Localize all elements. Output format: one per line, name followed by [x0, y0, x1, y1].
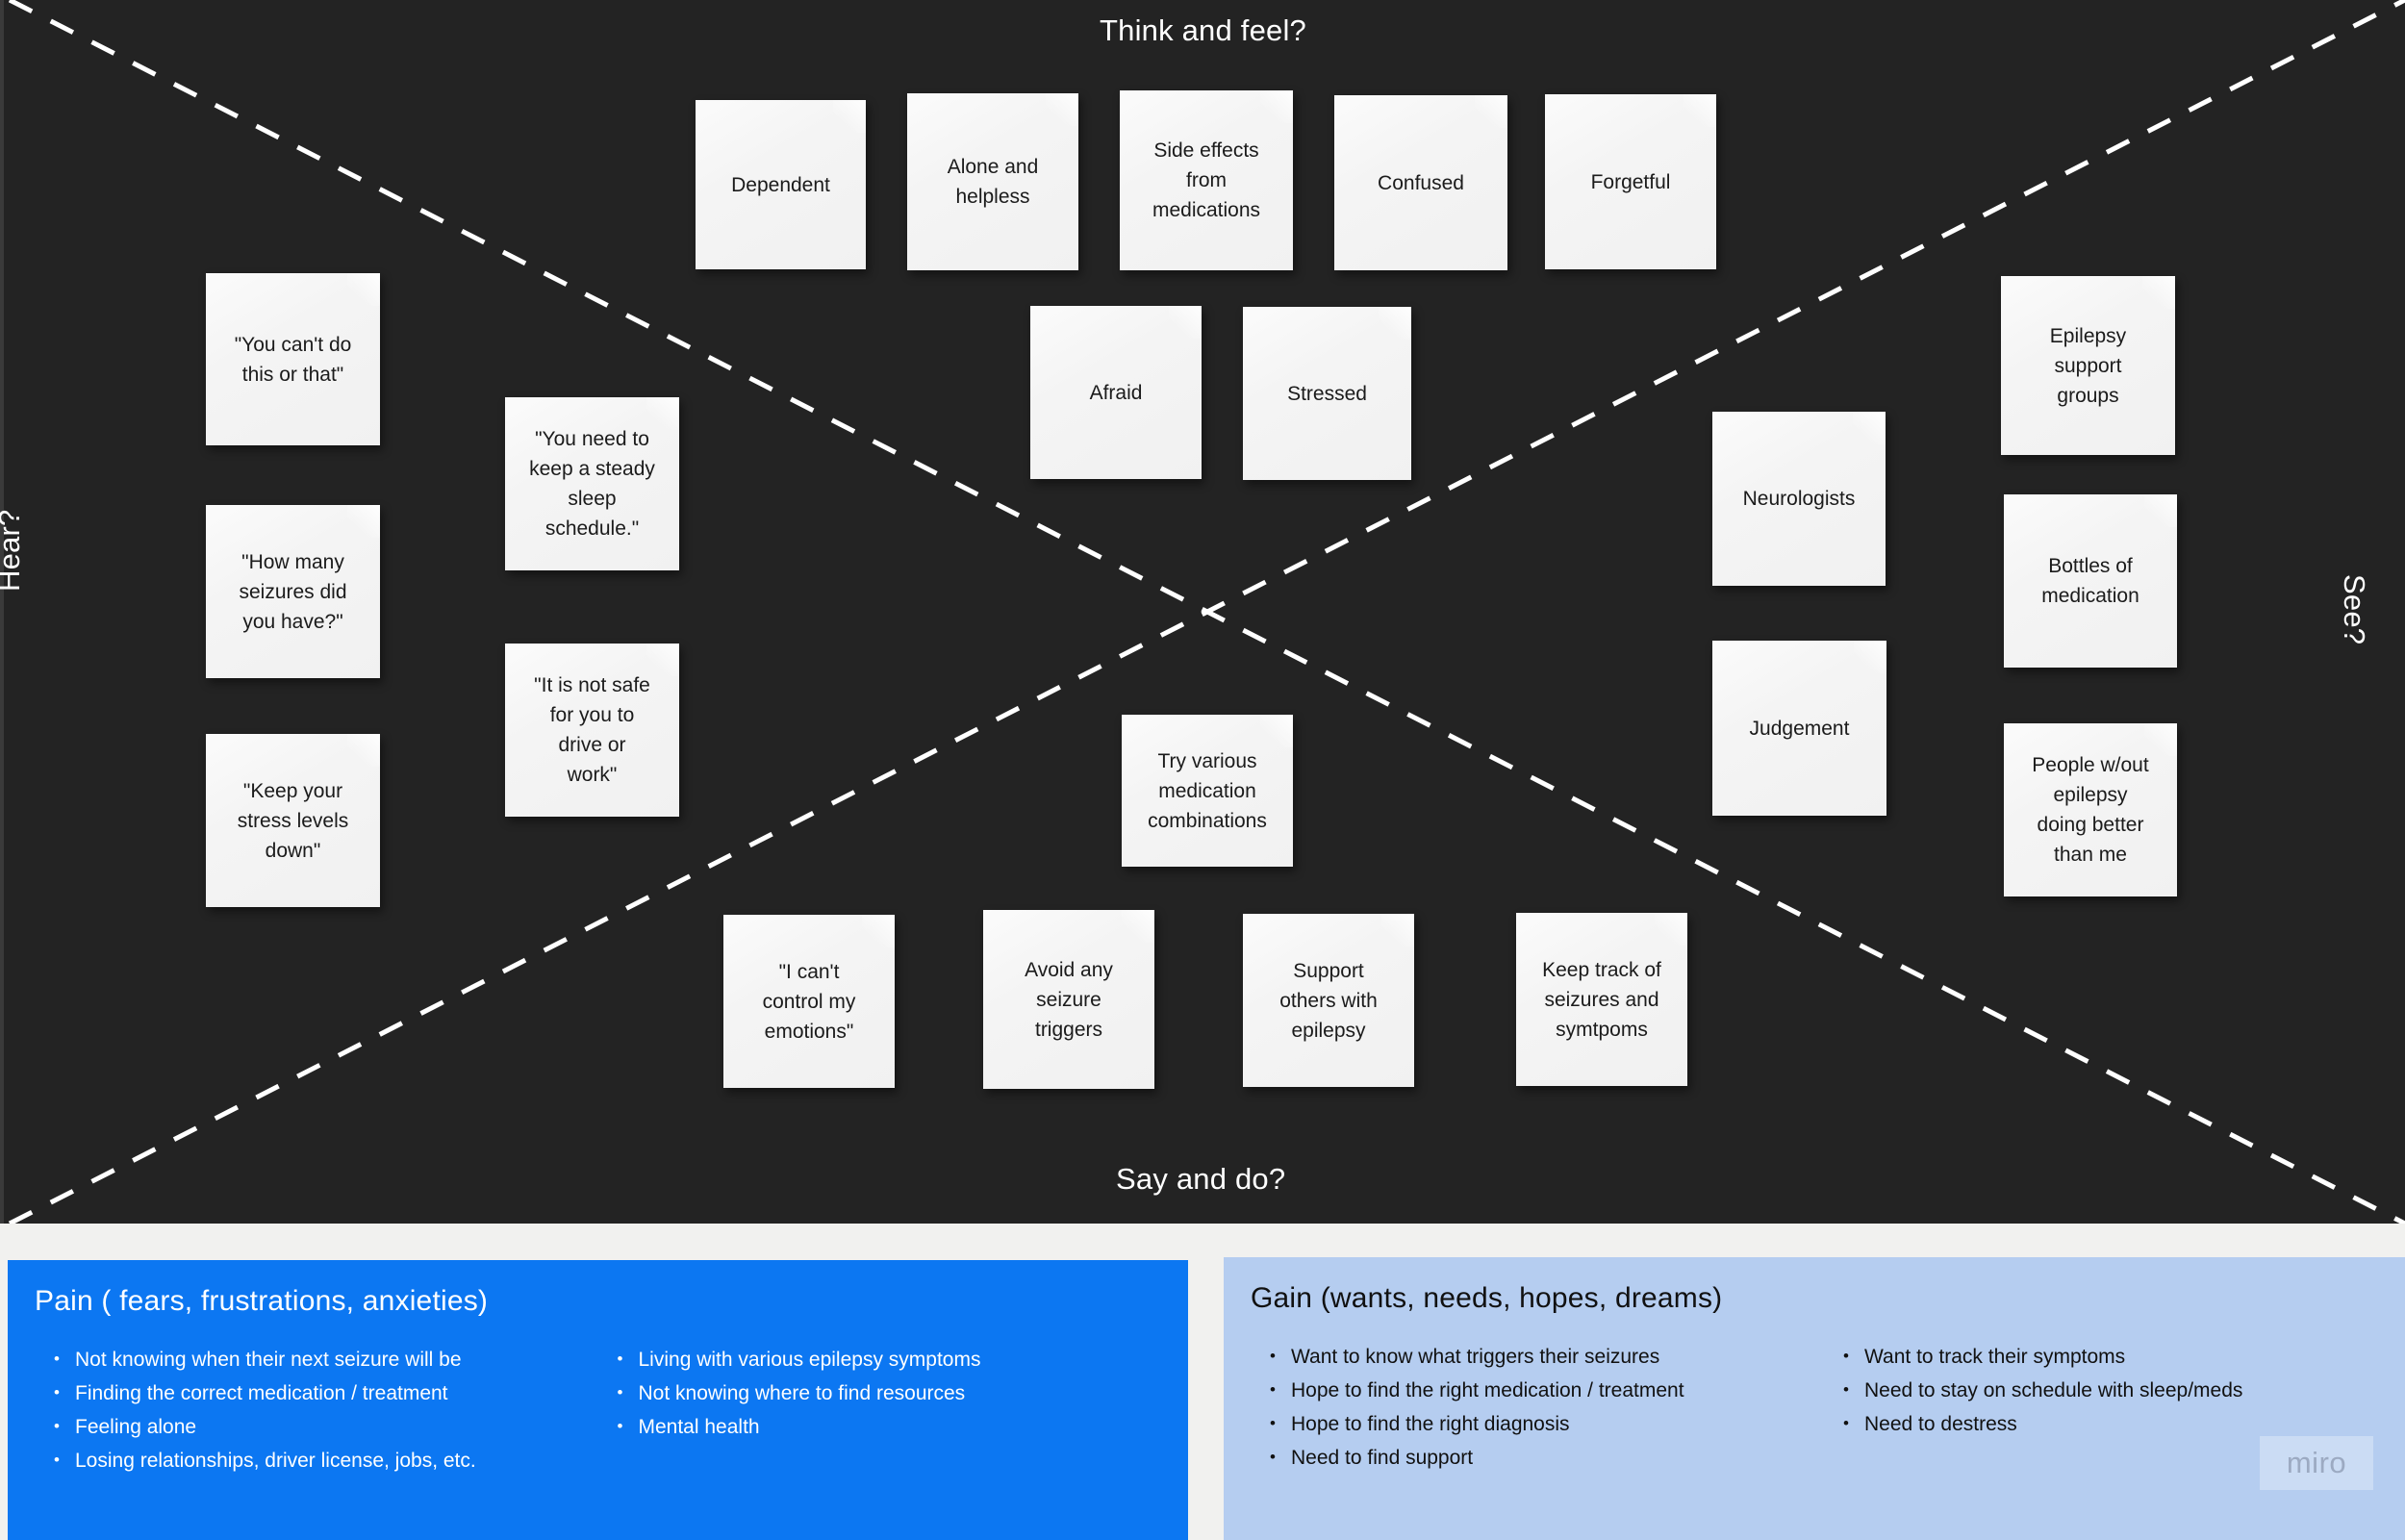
gain-bullet-item: Want to track their symptoms [1839, 1339, 2386, 1374]
empathy-map-canvas[interactable]: Think and feel? Say and do? Hear? See? D… [0, 0, 2405, 1224]
sticky-note[interactable]: Afraid [1030, 306, 1202, 479]
quadrant-label-see: See? [2338, 574, 2371, 645]
sticky-note[interactable]: "How many seizures did you have?" [206, 505, 380, 678]
sticky-note[interactable]: People w/out epilepsy doing better than … [2004, 723, 2177, 896]
sticky-note[interactable]: Keep track of seizures and symtpoms [1516, 913, 1687, 1086]
sticky-note[interactable]: Side effects from medications [1120, 90, 1293, 270]
gain-column-right: Want to track their symptomsNeed to stay… [1814, 1339, 2386, 1475]
sticky-note[interactable]: "You can't do this or that" [206, 273, 380, 445]
gain-bullet-list-left: Want to know what triggers their seizure… [1266, 1339, 1814, 1475]
sticky-note-text: Confused [1378, 171, 1464, 194]
sticky-note-text: "I can't control my emotions" [762, 960, 856, 1043]
sticky-note-text: "You need to keep a steady sleep schedul… [529, 428, 655, 540]
gain-bullet-item: Hope to find the right diagnosis [1266, 1406, 1814, 1441]
sticky-note-text: Stressed [1287, 382, 1367, 405]
sticky-note[interactable]: Support others with epilepsy [1243, 914, 1414, 1087]
sticky-note-text: Keep track of seizures and symtpoms [1542, 958, 1661, 1041]
gain-bullet-list-right: Want to track their symptomsNeed to stay… [1839, 1339, 2386, 1441]
sticky-note-text: People w/out epilepsy doing better than … [2032, 754, 2149, 866]
pain-panel[interactable]: Pain ( fears, frustrations, anxieties) N… [8, 1260, 1188, 1540]
sticky-note[interactable]: Dependent [696, 100, 866, 269]
sticky-note-text: Side effects from medications [1152, 139, 1261, 221]
sticky-note[interactable]: Alone and helpless [907, 93, 1078, 270]
sticky-note-text: Alone and helpless [947, 156, 1039, 208]
sticky-note-text: "You can't do this or that" [234, 333, 352, 386]
pain-column-right: Living with various epilepsy symptomsNot… [598, 1342, 1170, 1477]
pain-bullet-item: Losing relationships, driver license, jo… [50, 1443, 598, 1477]
sticky-note[interactable]: "I can't control my emotions" [723, 915, 895, 1088]
sticky-note[interactable]: Bottles of medication [2004, 494, 2177, 668]
canvas-left-edge [0, 0, 4, 1224]
gain-panel[interactable]: Gain (wants, needs, hopes, dreams) Want … [1224, 1257, 2405, 1540]
pain-column-left: Not knowing when their next seizure will… [27, 1342, 598, 1477]
sticky-note-text: Neurologists [1742, 488, 1856, 510]
sticky-note-text: "How many seizures did you have?" [239, 550, 347, 633]
sticky-note-text: Support others with epilepsy [1279, 959, 1378, 1042]
sticky-note[interactable]: Judgement [1712, 641, 1886, 816]
sticky-note[interactable]: Confused [1334, 95, 1507, 270]
sticky-note[interactable]: Forgetful [1545, 94, 1716, 269]
sticky-note-text: Try various medication combinations [1148, 749, 1267, 832]
quadrant-label-say-and-do: Say and do? [1116, 1162, 1286, 1196]
sticky-note-text: Dependent [731, 173, 830, 196]
gain-bullet-item: Want to know what triggers their seizure… [1266, 1339, 1814, 1374]
pain-bullet-item: Living with various epilepsy symptoms [614, 1342, 1170, 1376]
sticky-note-text: Epilepsy support groups [2049, 324, 2127, 407]
sticky-note[interactable]: "It is not safe for you to drive or work… [505, 644, 679, 817]
pain-panel-title: Pain ( fears, frustrations, anxieties) [35, 1285, 489, 1317]
pain-bullet-item: Not knowing when their next seizure will… [50, 1342, 598, 1376]
sticky-note[interactable]: "Keep your stress levels down" [206, 734, 380, 907]
sticky-note[interactable]: "You need to keep a steady sleep schedul… [505, 397, 679, 570]
sticky-note[interactable]: Epilepsy support groups [2001, 276, 2175, 455]
sticky-note-text: Forgetful [1590, 170, 1671, 193]
gain-bullet-item: Need to find support [1266, 1440, 1814, 1475]
sticky-note[interactable]: Stressed [1243, 307, 1411, 480]
sticky-note[interactable]: Neurologists [1712, 412, 1886, 586]
quadrant-label-hear: Hear? [0, 509, 26, 592]
sticky-note-text: Afraid [1089, 381, 1143, 404]
gain-panel-title: Gain (wants, needs, hopes, dreams) [1251, 1282, 1723, 1314]
sticky-note-text: Avoid any seizure triggers [1025, 958, 1113, 1041]
pain-bullet-item: Finding the correct medication / treatme… [50, 1376, 598, 1410]
pain-bullet-item: Mental health [614, 1409, 1170, 1444]
pain-bullet-item: Feeling alone [50, 1409, 598, 1444]
sticky-note[interactable]: Avoid any seizure triggers [983, 910, 1154, 1089]
pain-bullet-list-right: Living with various epilepsy symptomsNot… [614, 1342, 1170, 1444]
pain-bullet-item: Not knowing where to find resources [614, 1376, 1170, 1410]
quadrant-label-think-and-feel: Think and feel? [1100, 13, 1306, 47]
sticky-note-text: Judgement [1749, 717, 1850, 740]
sticky-note-text: "Keep your stress levels down" [237, 779, 349, 862]
gain-column-left: Want to know what triggers their seizure… [1243, 1339, 1814, 1475]
gain-bullet-item: Need to stay on schedule with sleep/meds [1839, 1373, 2386, 1407]
pain-bullet-list-left: Not knowing when their next seizure will… [50, 1342, 598, 1477]
sticky-note-text: "It is not safe for you to drive or work… [534, 674, 650, 786]
gain-bullet-item: Hope to find the right medication / trea… [1266, 1373, 1814, 1407]
miro-watermark-logo: miro [2260, 1436, 2373, 1490]
sticky-note[interactable]: Try various medication combinations [1122, 715, 1293, 867]
gain-bullet-item: Need to destress [1839, 1406, 2386, 1441]
sticky-note-text: Bottles of medication [2041, 555, 2139, 607]
